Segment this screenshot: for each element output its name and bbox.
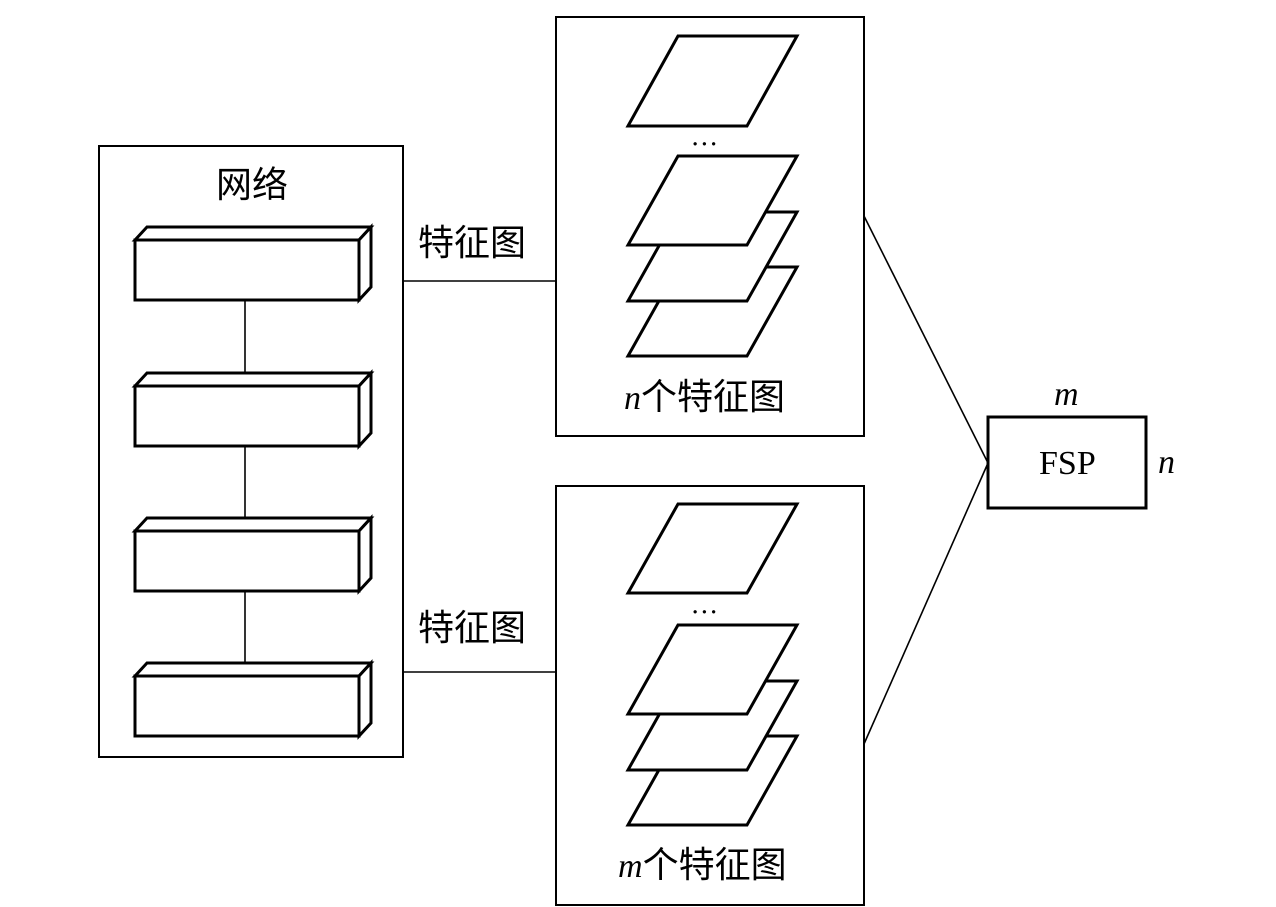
network-layer-3 (131, 514, 375, 595)
bottom-ellipsis: ... (691, 590, 719, 620)
top-panel (555, 16, 865, 437)
top-caption: n个特征图 (624, 380, 785, 416)
fsp-height-var: n (1158, 444, 1175, 481)
top-ellipsis: ... (691, 122, 719, 152)
bottom-caption-text: 个特征图 (642, 845, 787, 886)
top-sheet-back (625, 34, 800, 128)
fsp-box (986, 415, 1148, 510)
bottom-caption: m个特征图 (618, 848, 787, 884)
edge-top-label: 特征图 (418, 223, 527, 264)
fsp-label: FSP (1039, 445, 1096, 482)
top-sheet-1 (625, 154, 800, 247)
fsp-width-var: m (1054, 376, 1079, 413)
top-feature-sheets (625, 34, 800, 358)
converge-bottom (863, 462, 989, 745)
network-layer-2 (131, 369, 375, 450)
network-box (98, 145, 404, 758)
network-title: 网络 (216, 165, 289, 206)
bottom-panel (555, 485, 865, 906)
network-layer-1 (131, 223, 375, 304)
bottom-feature-sheets (625, 502, 800, 827)
bottom-sheet-1 (625, 623, 800, 716)
converge-top (863, 215, 989, 464)
edge-bottom-label: 特征图 (418, 608, 527, 649)
bottom-count-var: m (618, 848, 643, 885)
network-layer-4 (131, 659, 375, 740)
top-caption-text: 个特征图 (641, 377, 786, 418)
bottom-sheet-back (625, 502, 800, 595)
top-count-var: n (624, 380, 641, 417)
